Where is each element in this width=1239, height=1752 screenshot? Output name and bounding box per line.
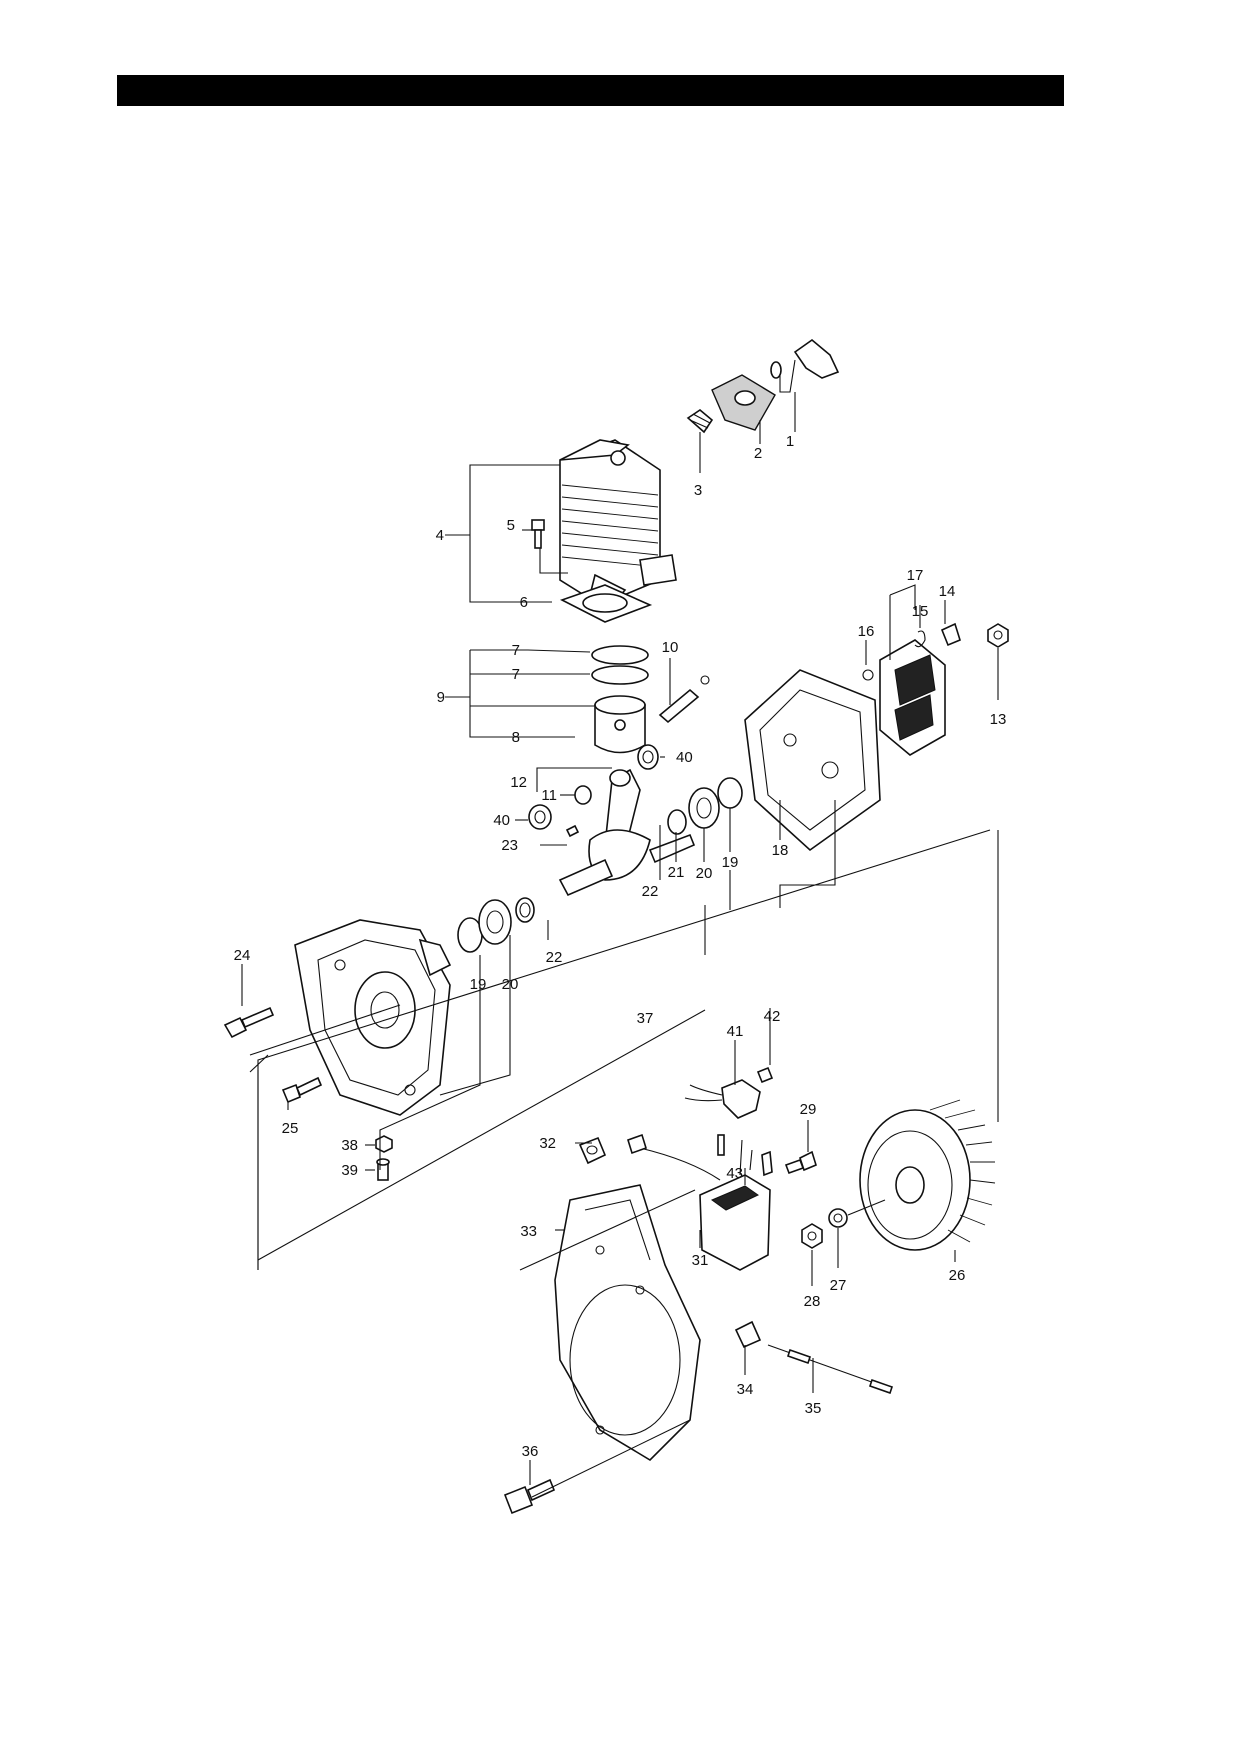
- seal-cover-graphic: [879, 639, 946, 756]
- label-part-40-upper: 40: [676, 749, 693, 766]
- part-number-labels: 1 2 3 4 5 6 7 7 8 9 10 11 12 13 14 15 16…: [234, 433, 1007, 1460]
- label-part-31: 31: [692, 1252, 709, 1269]
- label-part-29: 29: [800, 1101, 817, 1118]
- label-part-33: 33: [520, 1223, 537, 1240]
- small-bearing-graphic: [528, 785, 592, 830]
- label-part-13: 13: [990, 711, 1007, 728]
- label-part-42: 42: [764, 1008, 781, 1025]
- label-part-21: 21: [668, 864, 685, 881]
- nut-38-graphic: [375, 1135, 393, 1153]
- label-part-9: 9: [437, 689, 445, 706]
- bolt-36-graphic: [503, 1478, 556, 1515]
- left-bearings-graphic: [457, 897, 535, 953]
- bolt-25-graphic: [281, 1076, 323, 1104]
- stud-39-graphic: [376, 1158, 390, 1181]
- bolt-29-graphic: [784, 1150, 817, 1175]
- label-part-8: 8: [512, 729, 520, 746]
- ignition-coil-graphic: [627, 1133, 771, 1271]
- label-part-20-left: 20: [502, 976, 519, 993]
- label-part-34: 34: [737, 1381, 754, 1398]
- label-part-10: 10: [662, 639, 679, 656]
- cylinder-gasket-graphic: [559, 584, 653, 623]
- key-graphic: [565, 824, 580, 838]
- label-part-43: 43: [726, 1165, 743, 1182]
- piston-rings-graphic: [591, 645, 649, 685]
- cable-35-graphic: [767, 1344, 894, 1395]
- label-part-19-left: 19: [470, 976, 487, 993]
- label-part-24: 24: [234, 947, 251, 964]
- nut-28-graphic: [801, 1223, 823, 1249]
- label-part-37: 37: [637, 1010, 654, 1027]
- label-part-7-lower: 7: [512, 666, 520, 683]
- label-part-41: 41: [727, 1023, 744, 1040]
- label-part-19-right: 19: [722, 854, 739, 871]
- needle-bearing-graphic: [637, 744, 659, 770]
- cylinder-bolt-graphic: [531, 519, 545, 549]
- grommet-graphic: [578, 1136, 607, 1165]
- label-part-23: 23: [501, 837, 518, 854]
- label-part-27: 27: [830, 1277, 847, 1294]
- label-part-35: 35: [805, 1400, 822, 1417]
- label-part-3: 3: [694, 482, 702, 499]
- flywheel-graphic: [859, 1099, 996, 1251]
- stop-switch-graphic: [684, 1066, 774, 1119]
- label-part-20-right: 20: [696, 865, 713, 882]
- label-part-18: 18: [772, 842, 789, 859]
- label-part-32: 32: [539, 1135, 556, 1152]
- label-part-6: 6: [520, 594, 528, 611]
- cylinder-graphic: [559, 439, 677, 606]
- washer-27-graphic: [828, 1208, 848, 1228]
- label-part-36: 36: [522, 1443, 539, 1460]
- crankshaft-graphic: [558, 768, 696, 897]
- bolt-24-graphic: [223, 1006, 275, 1039]
- label-part-14: 14: [939, 583, 956, 600]
- label-part-40-left: 40: [493, 812, 510, 829]
- label-part-2: 2: [754, 445, 762, 462]
- spark-plug-graphic: [686, 409, 714, 434]
- piston-pin-graphic: [658, 675, 710, 724]
- grommet-34-graphic: [734, 1320, 762, 1349]
- label-part-22-left: 22: [546, 949, 563, 966]
- small-parts-graphic: [862, 622, 961, 681]
- pin-43-graphic: [717, 1134, 773, 1177]
- label-part-4: 4: [436, 527, 444, 544]
- label-part-17: 17: [907, 567, 924, 584]
- crankcase-right-graphic: [744, 669, 881, 852]
- plug-cap-graphic: [770, 338, 840, 379]
- label-part-38: 38: [341, 1137, 358, 1154]
- label-part-28: 28: [804, 1293, 821, 1310]
- label-part-5: 5: [507, 517, 515, 534]
- label-part-12: 12: [510, 774, 527, 791]
- label-part-1: 1: [786, 433, 794, 450]
- label-part-7-upper: 7: [512, 642, 520, 659]
- label-part-15: 15: [912, 603, 929, 620]
- leader-lines: [241, 359, 999, 1498]
- label-part-25: 25: [282, 1120, 299, 1137]
- label-part-26: 26: [949, 1267, 966, 1284]
- right-bearings-graphic: [667, 777, 743, 835]
- fan-housing-graphic: [554, 1184, 701, 1462]
- heat-shield-graphic: [711, 374, 776, 431]
- label-part-16: 16: [858, 623, 875, 640]
- nut-graphic: [987, 623, 1009, 648]
- piston-graphic: [594, 695, 646, 754]
- label-part-22-right: 22: [642, 883, 659, 900]
- label-part-11: 11: [541, 787, 557, 804]
- header-bar: [117, 75, 1064, 106]
- label-part-39: 39: [341, 1162, 358, 1179]
